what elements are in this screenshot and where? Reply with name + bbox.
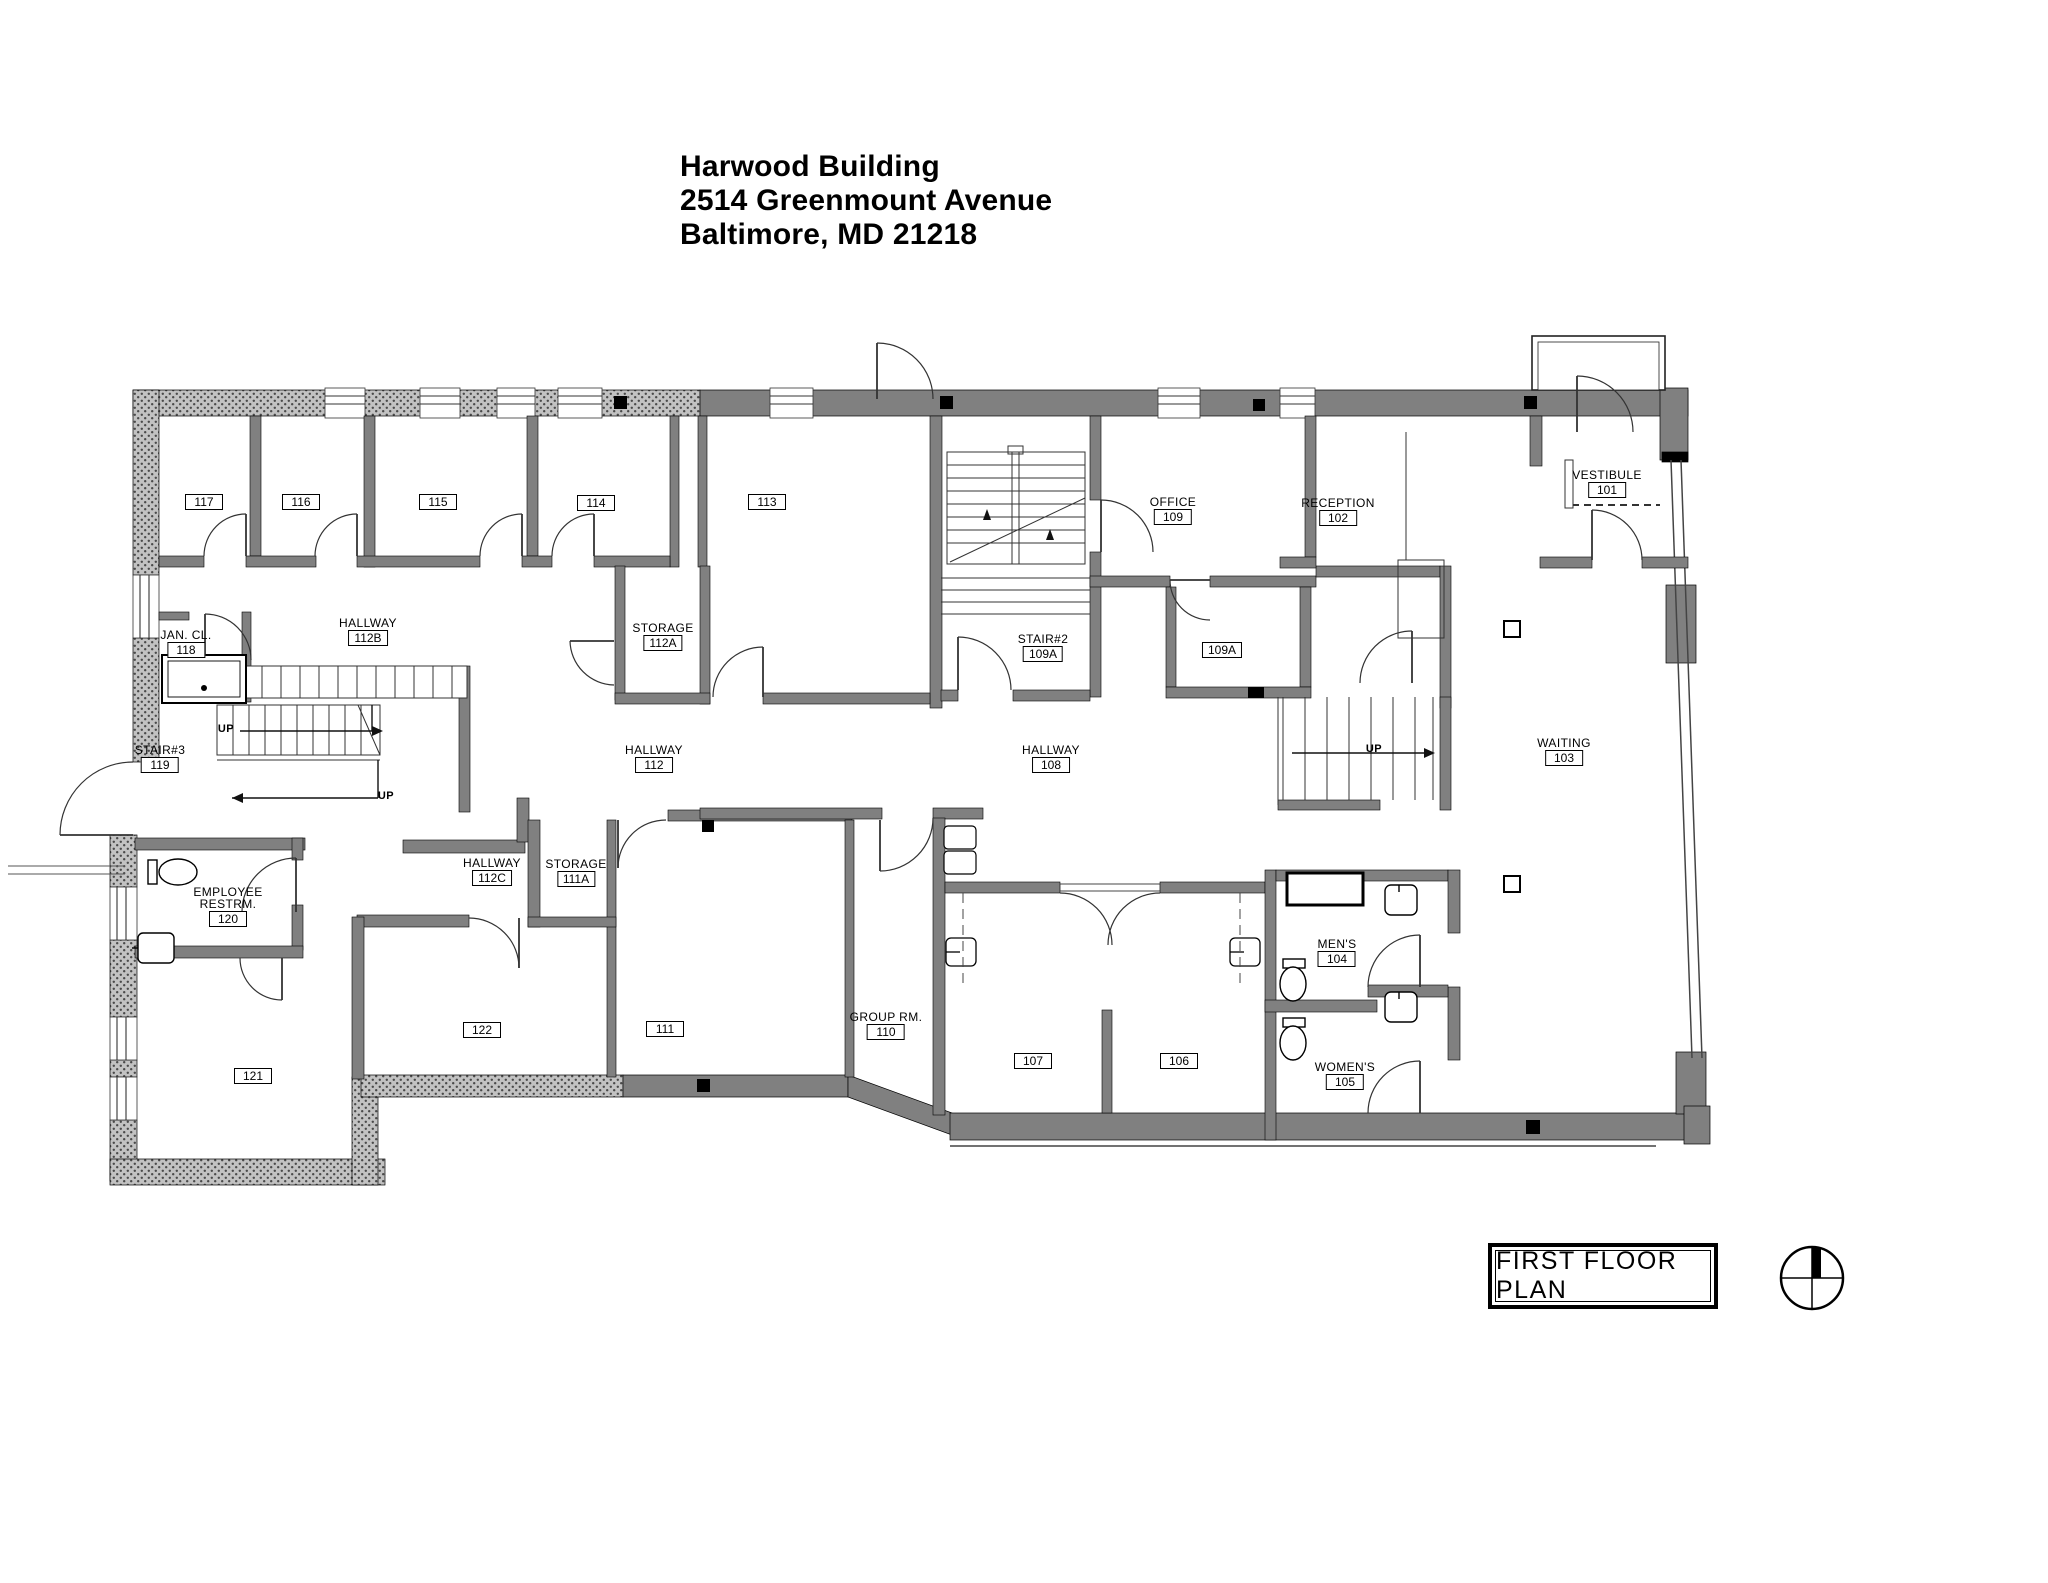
sink-icon — [1384, 884, 1418, 916]
reception-desk — [1397, 432, 1445, 639]
building-address: 2514 Greenmount Avenue — [680, 184, 1053, 217]
room-label-116: 116 — [282, 494, 320, 510]
toilet-icon — [1279, 1025, 1307, 1061]
sink-icon — [943, 825, 977, 875]
sink-icon — [1384, 991, 1418, 1023]
building-city: Baltimore, MD 21218 — [680, 218, 978, 251]
stair-up-label: UP — [377, 790, 395, 802]
plan-title-box: FIRST FLOOR PLAN — [1488, 1243, 1718, 1309]
stair-up-label: UP — [217, 723, 235, 735]
drawing-title: Harwood Building 2514 Greenmount Avenue … — [680, 150, 1052, 252]
room-label-109a: 109A — [1201, 642, 1243, 658]
column-marker — [1503, 620, 1521, 638]
lift-icon — [1285, 871, 1365, 907]
plan-title: FIRST FLOOR PLAN — [1496, 1247, 1678, 1304]
toilet-icon — [147, 858, 198, 886]
room-label-group-rm-110: GROUP RM.110 — [849, 1010, 923, 1040]
mop-sink-icon — [161, 654, 247, 704]
room-label-117: 117 — [185, 494, 223, 510]
building-name: Harwood Building — [680, 150, 940, 183]
plan-title-inner-border: FIRST FLOOR PLAN — [1495, 1247, 1711, 1304]
sink-icon — [945, 937, 1261, 967]
room-label-121: 121 — [234, 1068, 272, 1084]
room-label-114: 114 — [577, 495, 615, 511]
column-marker — [1503, 875, 1521, 893]
room-label-107: 107 — [1014, 1053, 1052, 1069]
room-label-employee-restrm-120: EMPLOYEE RESTRM.120 — [193, 885, 263, 927]
room-label-106: 106 — [1160, 1053, 1198, 1069]
toilet-icon — [1279, 966, 1307, 1002]
room-label-115: 115 — [419, 494, 457, 510]
room-label-122: 122 — [463, 1022, 501, 1038]
room-label-113: 113 — [748, 494, 786, 510]
room-label-jancl-118: JAN. CL.118 — [160, 628, 212, 658]
sink-icon — [132, 932, 175, 964]
stair-up-label: UP — [1365, 743, 1383, 755]
north-arrow-icon — [1779, 1245, 1845, 1311]
room-label-111: 111 — [646, 1021, 684, 1037]
